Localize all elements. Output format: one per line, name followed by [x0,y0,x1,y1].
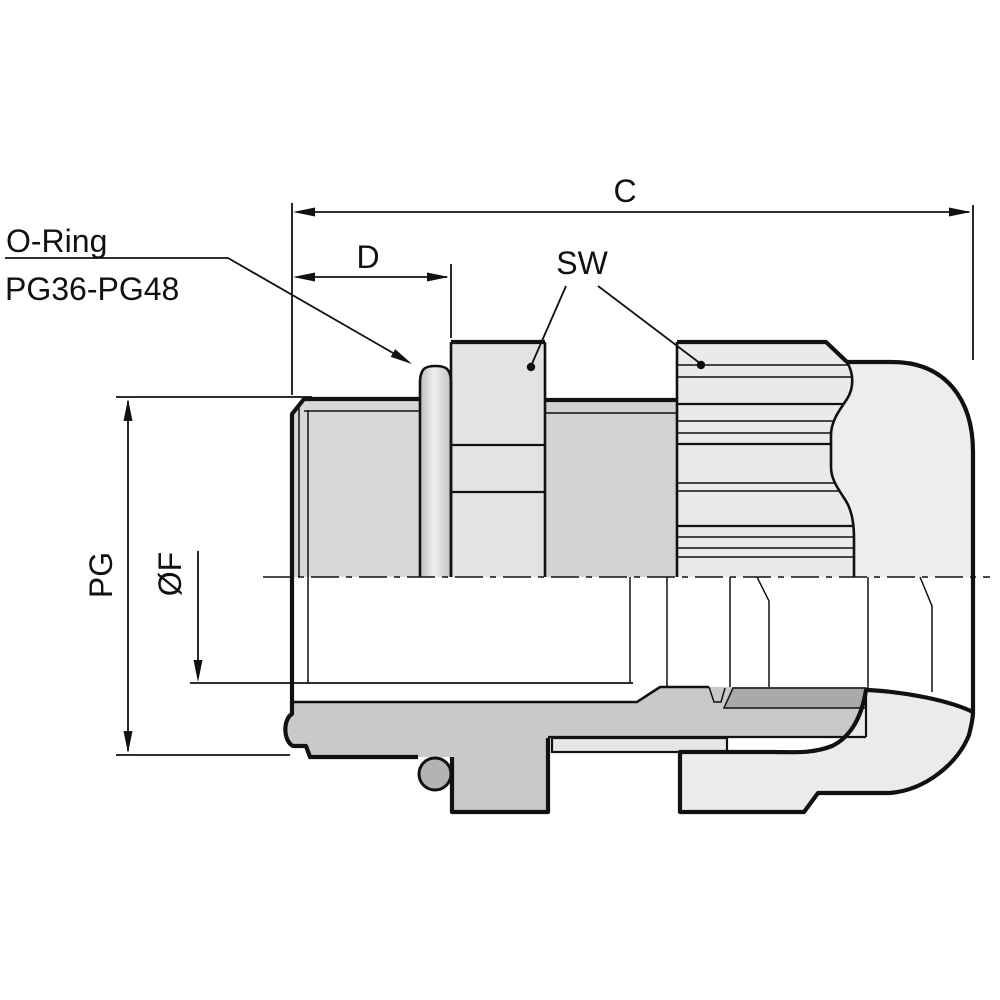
oring-callout: O-Ring PG36-PG48 [5,223,412,364]
outer-contours [283,339,976,815]
arrowhead-down [193,660,203,682]
nut-lip-cut [552,738,727,752]
neck-section [545,400,677,577]
nut-skirt-cut [680,690,973,812]
dim-d-label: D [356,239,379,275]
clamp-insert-band [724,688,866,708]
dimension-c: C [291,173,974,395]
leader-dot [696,360,706,370]
gland-lower-section [285,687,973,812]
oring-callout-line1: O-Ring [6,223,107,259]
dim-f-label: ØF [152,552,188,596]
arrowhead-right [949,207,971,217]
hex-flange-section [451,342,545,577]
arrowhead-left [293,207,315,217]
dim-c-label: C [613,173,636,209]
dimension-f: ØF [152,551,633,684]
gland-upper-half [292,342,973,577]
cap-nut-knurl-section [677,342,854,577]
thread-section [292,399,419,577]
dim-pg-label: PG [83,552,119,598]
dome-cap [830,362,973,577]
arrowhead-down [123,731,133,753]
o-ring-side-view [420,366,451,577]
arrowhead-up [123,399,133,421]
dim-sw-label: SW [556,245,608,281]
knurl-lines [678,364,854,558]
arrowhead-right [427,272,449,282]
o-ring-cross-section [417,756,453,792]
oring-callout-line2: PG36-PG48 [5,271,179,307]
arrowhead-left [293,272,315,282]
dimension-d: D [293,239,452,338]
detail-lines [292,364,933,754]
leader-dot [526,362,536,372]
arrowhead-leader [390,349,412,364]
dimension-pg: PG [83,396,312,756]
sw-callout: SW [526,245,706,372]
body-lower-cut [285,687,866,812]
